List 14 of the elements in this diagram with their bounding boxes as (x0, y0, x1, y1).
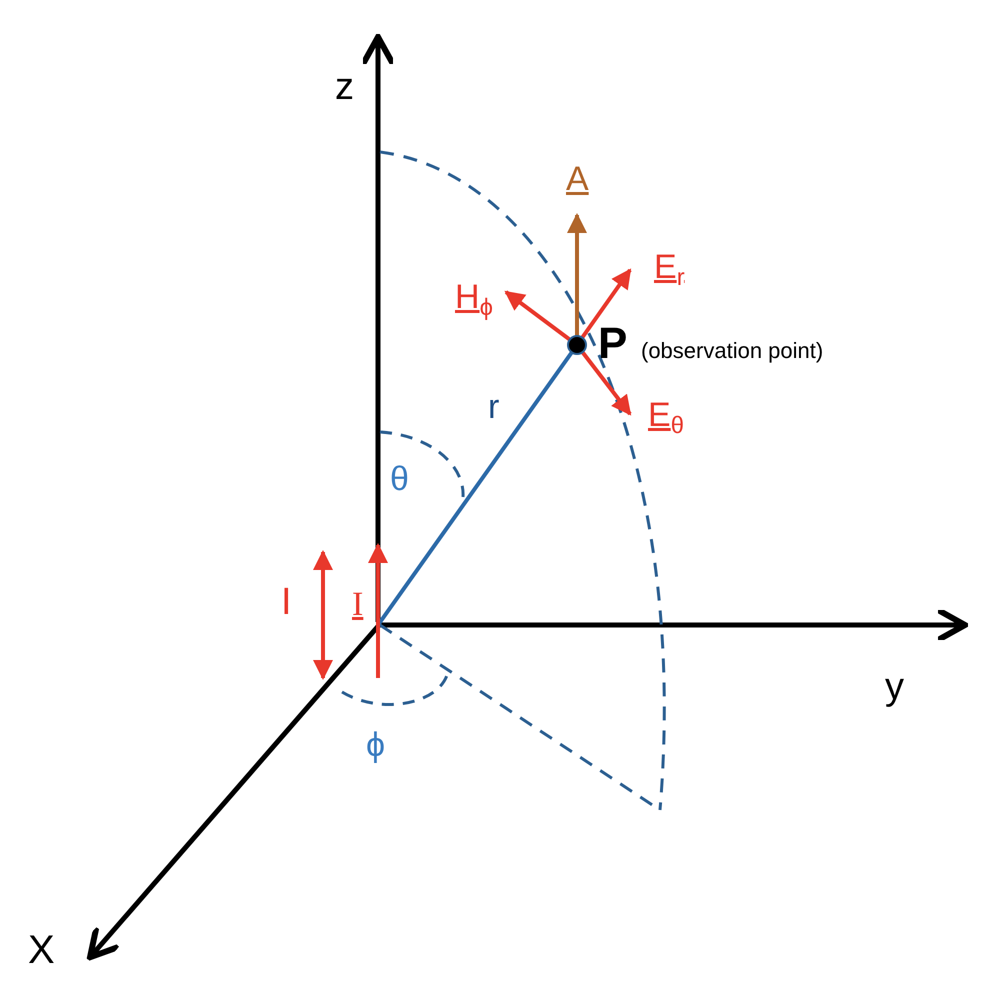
angle-label: θ (390, 462, 409, 496)
vector-label: E$_{θ}$ (648, 398, 684, 438)
axis-label: y (885, 668, 904, 706)
current-label: I (352, 588, 364, 622)
point-description: (observation point) (641, 340, 824, 362)
vector-label: A (566, 162, 589, 196)
point-label: P (598, 322, 628, 366)
angle-label: ϕ (366, 728, 386, 762)
radius-label: r (488, 390, 500, 424)
axis-label: z (335, 68, 354, 106)
vector-label: E$_{r}$ (654, 250, 685, 290)
current-label: I (281, 583, 292, 621)
vector-label: H$_{ϕ}$ (455, 280, 493, 320)
axis-label: X (28, 930, 55, 970)
